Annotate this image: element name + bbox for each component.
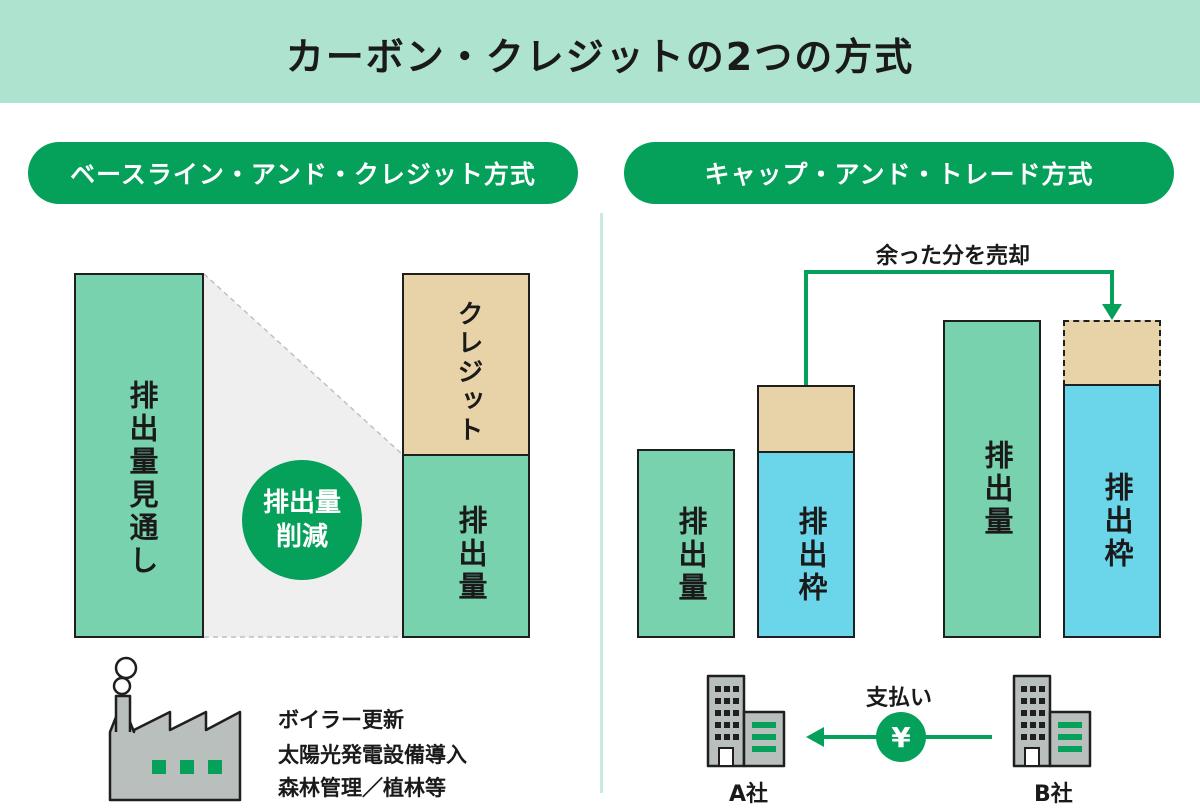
- company-b-cap-label: 排出枠: [1100, 472, 1134, 571]
- action-item: 森林管理／植林等: [278, 776, 446, 800]
- company-b-building-icon: [1012, 674, 1092, 768]
- factory-icon: [108, 656, 242, 802]
- action-item: ボイラー更新: [278, 708, 404, 732]
- left-emission-bar: [402, 454, 530, 638]
- left-heading-pill: ベースライン・アンド・クレジット方式: [28, 142, 578, 204]
- payment-label: 支払い: [866, 686, 933, 711]
- company-b-emission-label: 排出量: [980, 440, 1014, 539]
- company-b-emission-bar: [943, 320, 1041, 638]
- left-emission-label: 排出量: [454, 505, 488, 604]
- section-divider: [600, 213, 603, 793]
- company-a-emission-bar: [637, 449, 735, 638]
- company-a-emission-label: 排出量: [674, 506, 708, 605]
- yen-coin-icon: ¥: [876, 712, 926, 762]
- sell-label: 余った分を売却: [876, 244, 1031, 269]
- company-b-cap-bar: [1063, 384, 1161, 638]
- company-b-name: B社: [1034, 782, 1073, 807]
- baseline-label: 排出量見通し: [125, 380, 159, 578]
- company-a-surplus-bar: [757, 385, 855, 453]
- right-heading: キャップ・アンド・トレード方式: [704, 160, 1094, 189]
- left-heading: ベースライン・アンド・クレジット方式: [70, 160, 536, 189]
- baseline-bar: [74, 273, 204, 638]
- credit-label: クレジット: [453, 300, 483, 445]
- right-heading-pill: キャップ・アンド・トレード方式: [624, 142, 1174, 204]
- reduction-circle: 排出量 削減: [242, 460, 362, 580]
- company-a-building-icon: [706, 674, 786, 768]
- title-bar: カーボン・クレジットの2つの方式: [0, 0, 1200, 103]
- reduction-line2: 削減: [275, 522, 328, 552]
- reduction-line1: 排出量: [262, 488, 341, 518]
- yen-symbol: ¥: [891, 720, 911, 754]
- company-a-name: A社: [729, 782, 769, 807]
- company-a-cap-label: 排出枠: [794, 506, 828, 605]
- company-a-cap-bar: [757, 451, 855, 638]
- company-b-purchased-bar: [1063, 320, 1161, 386]
- action-item: 太陽光発電設備導入: [278, 743, 467, 767]
- page-title: カーボン・クレジットの2つの方式: [285, 35, 915, 79]
- credit-bar: [402, 273, 530, 456]
